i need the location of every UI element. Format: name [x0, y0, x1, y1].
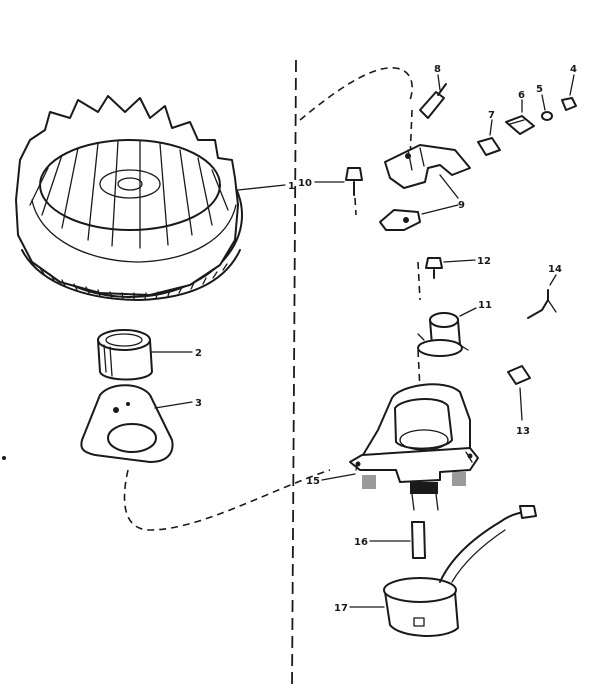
callout-3: 3	[195, 398, 202, 409]
callout-7: 7	[488, 110, 495, 121]
cylinder-part	[417, 307, 477, 357]
lockwasher-part	[541, 94, 553, 121]
spacer-part	[477, 119, 501, 156]
callout-2: 2	[195, 348, 202, 359]
callout-14: 14	[548, 264, 562, 275]
plate-part	[80, 384, 193, 463]
callout-6: 6	[518, 90, 525, 101]
callout-8: 8	[434, 64, 441, 75]
screw-top-part	[419, 74, 447, 119]
assembly-path-upper	[299, 67, 413, 121]
flywheel-part	[15, 95, 286, 301]
assembly-path-lower	[123, 469, 331, 531]
sleeve-part	[97, 329, 193, 381]
wire-clip-part	[527, 274, 557, 319]
clip-part	[505, 99, 535, 135]
callout-17: 17	[334, 603, 348, 614]
edge-mark	[2, 456, 6, 460]
callout-13: 13	[516, 426, 530, 437]
callout-12: 12	[477, 256, 491, 267]
center-axis-line	[291, 59, 297, 689]
housing-part	[321, 383, 479, 511]
insulator-part	[507, 365, 531, 421]
callout-11: 11	[478, 300, 492, 311]
nut-part	[561, 74, 577, 111]
callout-16: 16	[354, 537, 368, 548]
screw-left-part	[314, 167, 363, 216]
callout-4: 4	[570, 64, 577, 75]
callout-labels: 1 2 3 4 5 6 7 8 9 10 11 12 13 14 15 16 1…	[195, 64, 577, 614]
screw-mid-part	[425, 257, 476, 279]
callout-10: 10	[298, 178, 312, 189]
coil-part	[349, 505, 537, 637]
callout-5: 5	[536, 84, 543, 95]
pin-part	[369, 521, 426, 559]
callout-9: 9	[458, 200, 465, 211]
callout-1: 1	[288, 181, 295, 192]
bracket-part	[379, 144, 471, 231]
callout-15: 15	[306, 476, 320, 487]
